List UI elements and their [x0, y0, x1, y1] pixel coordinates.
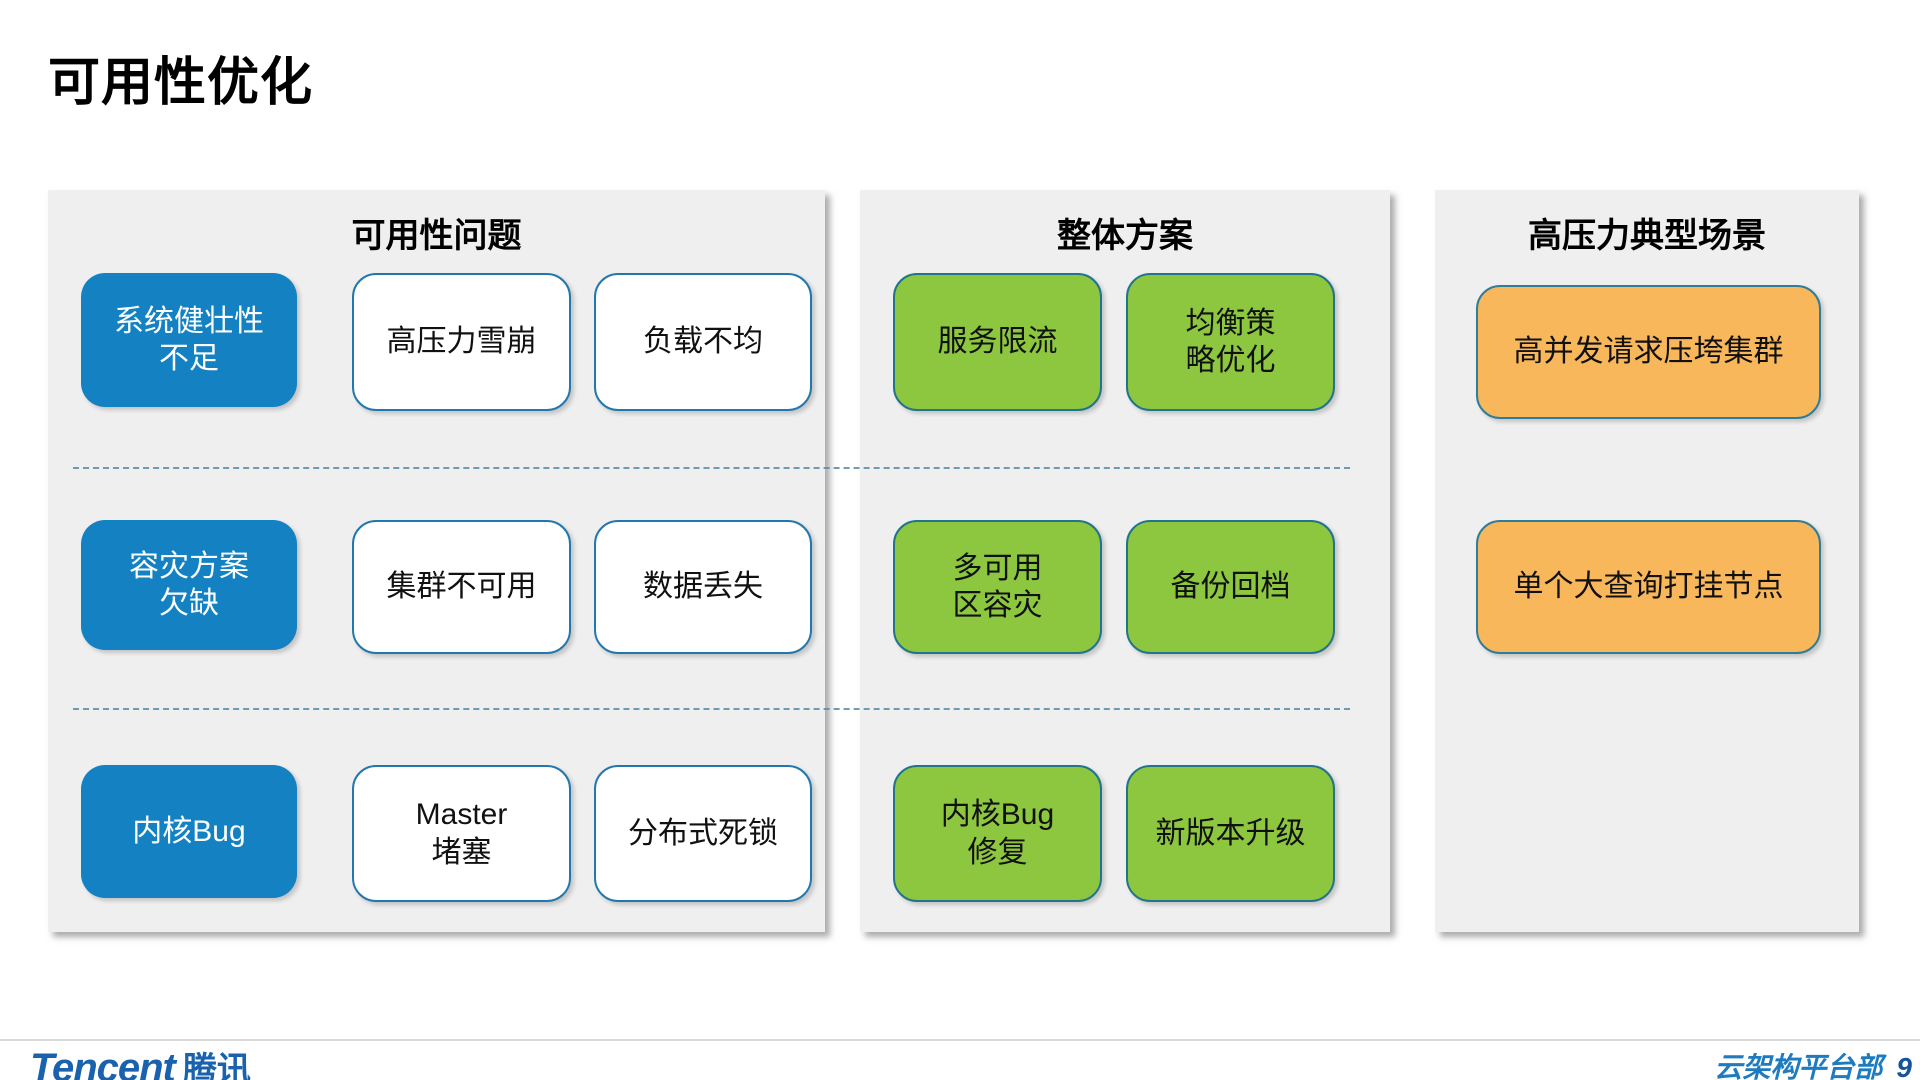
slide-title: 可用性优化: [48, 54, 314, 112]
box-line: 新版本升级: [1155, 816, 1306, 850]
panel-availability-problems: 可用性问题 系统健壮性 不足 高压力雪崩 负载不均 容灾方案 欠缺 集群不可用 …: [48, 190, 825, 932]
box-line: 堵塞: [431, 835, 492, 869]
tencent-logo-wordmark: Tencent: [30, 1046, 176, 1080]
panel-problems-header: 可用性问题: [351, 217, 522, 255]
footer-right: 云架构平台部 9: [1714, 1046, 1912, 1080]
box-line: 高压力雪崩: [386, 325, 537, 359]
solution-box-multi-az: 多可用 区容灾: [893, 520, 1102, 654]
box-line: 区容灾: [952, 589, 1043, 622]
tencent-logo-chinese: 腾讯: [182, 1051, 251, 1080]
box-line: 不足: [159, 342, 219, 375]
box-line: 多可用: [952, 551, 1043, 585]
box-line: 负载不均: [643, 325, 763, 359]
solution-box-kernel-bugfix: 内核Bug 修复: [893, 765, 1102, 902]
box-line: 服务限流: [937, 325, 1058, 359]
box-line: 分布式死锁: [628, 816, 778, 850]
box-line: 系统健壮性: [114, 304, 264, 338]
box-line: Master: [415, 798, 508, 831]
category-box-kernel-bug: 内核Bug: [81, 765, 297, 898]
solution-box-balancing-strategy: 均衡策 略优化: [1126, 273, 1335, 411]
box-line: 内核Bug: [132, 814, 246, 848]
category-box-disaster-recovery: 容灾方案 欠缺: [81, 520, 297, 650]
issue-box-cluster-unavailable: 集群不可用: [352, 520, 571, 654]
panel-high-pressure-scenarios: 高压力典型场景 高并发请求压垮集群 单个大查询打挂节点: [1435, 190, 1859, 932]
issue-box-avalanche: 高压力雪崩: [352, 273, 571, 411]
panel-overall-solutions: 整体方案 服务限流 均衡策 略优化 多可用 区容灾 备份回档 内核Bug 修复 …: [860, 190, 1390, 932]
category-box-system-robustness: 系统健壮性 不足: [81, 273, 297, 407]
box-line: 数据丢失: [643, 570, 763, 604]
footer-divider: [0, 1039, 1920, 1041]
tencent-logo: Tencent 腾讯: [30, 1042, 251, 1080]
page-number: 9: [1896, 1052, 1912, 1080]
box-line: 欠缺: [159, 587, 219, 620]
scenario-box-high-concurrency: 高并发请求压垮集群: [1476, 285, 1821, 419]
solution-box-version-upgrade: 新版本升级: [1126, 765, 1335, 902]
issue-box-load-imbalance: 负载不均: [594, 273, 812, 411]
box-line: 集群不可用: [386, 570, 537, 604]
department-name: 云架构平台部: [1714, 1052, 1883, 1080]
box-line: 高并发请求压垮集群: [1513, 335, 1784, 369]
box-line: 均衡策: [1185, 306, 1276, 340]
box-line: 内核Bug: [940, 798, 1055, 831]
issue-box-distributed-deadlock: 分布式死锁: [594, 765, 812, 902]
box-line: 备份回档: [1170, 570, 1291, 604]
box-line: 修复: [967, 835, 1028, 869]
issue-box-data-loss: 数据丢失: [594, 520, 812, 654]
box-line: 单个大查询打挂节点: [1513, 570, 1784, 604]
panel-solutions-header: 整体方案: [1057, 217, 1193, 255]
row-separator-dashed-line: [73, 467, 1350, 469]
row-separator-dashed-line: [73, 708, 1350, 710]
issue-box-master-block: Master 堵塞: [352, 765, 571, 902]
panel-scenarios-header: 高压力典型场景: [1528, 217, 1766, 255]
solution-box-rate-limiting: 服务限流: [893, 273, 1102, 411]
box-line: 略优化: [1185, 344, 1276, 377]
box-line: 容灾方案: [129, 549, 249, 583]
solution-box-backup-restore: 备份回档: [1126, 520, 1335, 654]
scenario-box-big-query: 单个大查询打挂节点: [1476, 520, 1821, 654]
